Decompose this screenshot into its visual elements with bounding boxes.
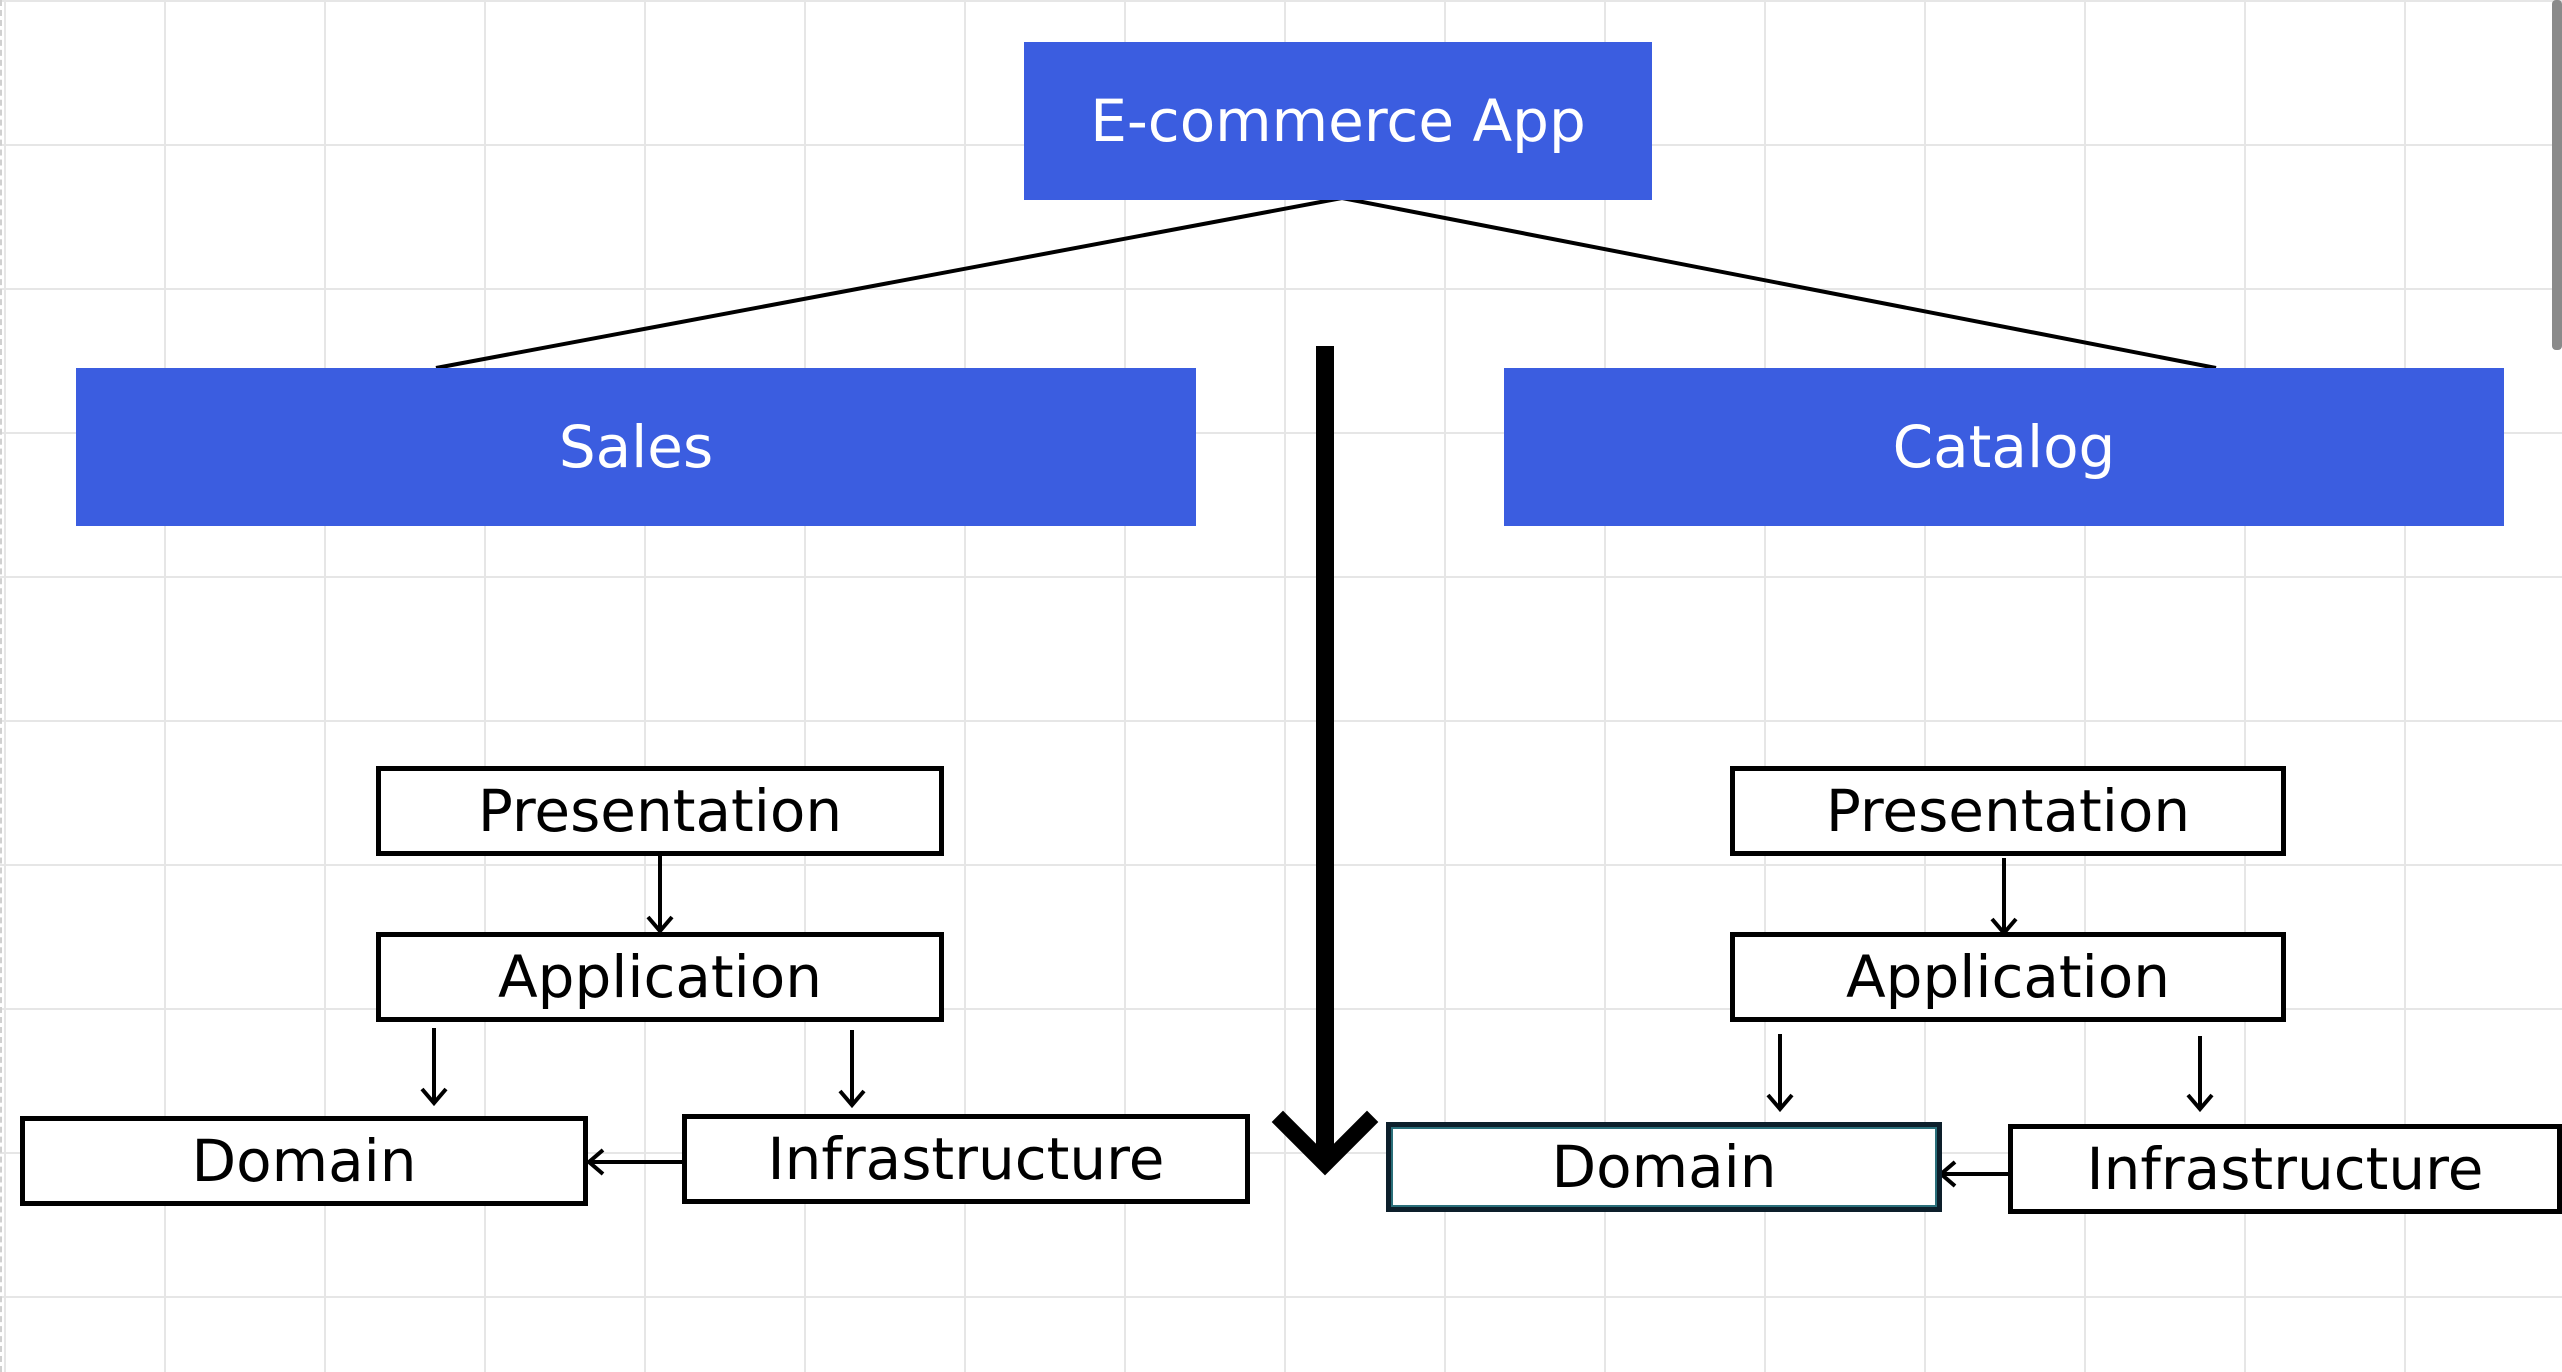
sales-infrastructure-label: Infrastructure — [767, 1125, 1165, 1193]
context-node-sales[interactable]: Sales — [76, 368, 1196, 526]
sales-arrow-infrastructure-to-domain — [585, 1148, 684, 1176]
sales-presentation-layer[interactable]: Presentation — [376, 766, 944, 856]
catalog-arrow-infrastructure-to-domain — [1937, 1160, 2010, 1188]
catalog-infrastructure-layer[interactable]: Infrastructure — [2008, 1124, 2562, 1214]
catalog-domain-layer[interactable]: Domain — [1386, 1122, 1942, 1212]
connector-root-to-catalog — [1341, 196, 2217, 370]
sales-domain-label: Domain — [191, 1127, 417, 1195]
context-catalog-label: Catalog — [1892, 413, 2116, 481]
catalog-arrow-presentation-to-application — [1990, 858, 2018, 937]
catalog-arrow-application-to-infrastructure — [2186, 1036, 2214, 1113]
connector-root-to-sales — [435, 196, 1343, 370]
catalog-arrow-application-to-domain — [1766, 1034, 1794, 1113]
sales-arrow-application-to-domain — [420, 1028, 448, 1107]
context-sales-label: Sales — [558, 413, 714, 481]
catalog-presentation-layer[interactable]: Presentation — [1730, 766, 2286, 856]
sales-application-layer[interactable]: Application — [376, 932, 944, 1022]
catalog-infrastructure-label: Infrastructure — [2086, 1135, 2484, 1203]
sales-presentation-label: Presentation — [477, 777, 843, 845]
catalog-application-layer[interactable]: Application — [1730, 932, 2286, 1022]
canvas-edge-guide — [0, 0, 2, 1372]
vertical-scrollbar[interactable] — [2552, 0, 2562, 350]
sales-infrastructure-layer[interactable]: Infrastructure — [682, 1114, 1250, 1204]
root-node-label: E-commerce App — [1090, 87, 1586, 155]
catalog-domain-label: Domain — [1551, 1133, 1777, 1201]
catalog-application-label: Application — [1845, 943, 2171, 1011]
dependency-direction-arrow-head — [1271, 1110, 1379, 1176]
catalog-presentation-label: Presentation — [1825, 777, 2191, 845]
sales-domain-layer[interactable]: Domain — [20, 1116, 588, 1206]
context-node-catalog[interactable]: Catalog — [1504, 368, 2504, 526]
sales-arrow-application-to-infrastructure — [838, 1030, 866, 1109]
root-node-ecommerce-app[interactable]: E-commerce App — [1024, 42, 1652, 200]
sales-arrow-presentation-to-application — [646, 856, 674, 935]
sales-application-label: Application — [497, 943, 823, 1011]
